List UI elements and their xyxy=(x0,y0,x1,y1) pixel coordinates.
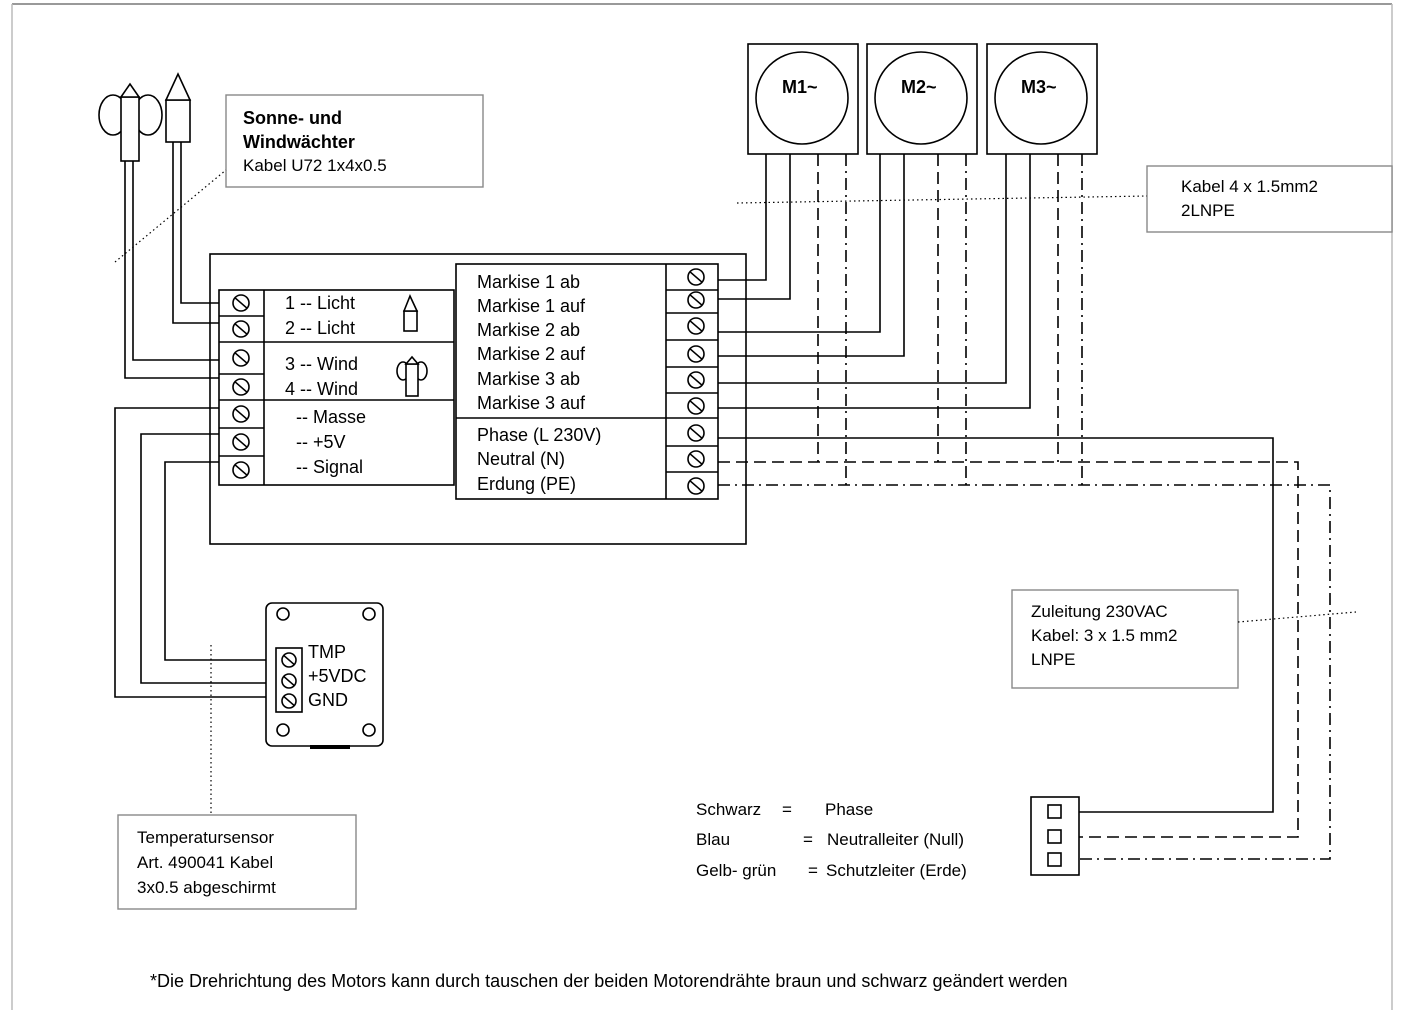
right-terminal-7: Phase (L 230V) xyxy=(477,425,601,445)
right-screw-3 xyxy=(687,317,705,335)
motor-m3-label: M3~ xyxy=(1021,77,1057,97)
left-screw-1 xyxy=(232,294,250,312)
sun-wind-title-2: Windwächter xyxy=(243,132,355,152)
left-terminal-5: -- Masse xyxy=(296,407,366,427)
left-terminal-4: 4 -- Wind xyxy=(285,379,358,399)
legend-eq-1: = xyxy=(782,800,792,819)
left-terminal-3: 3 -- Wind xyxy=(285,354,358,374)
wind-sensor-icon xyxy=(98,82,163,162)
motor-wires xyxy=(718,154,1083,485)
right-terminal-2: Markise 1 auf xyxy=(477,296,586,316)
legend-name-3: Gelb- grün xyxy=(696,861,776,880)
left-screw-6 xyxy=(232,433,250,451)
legend-eq-2: = xyxy=(803,830,813,849)
light-sensor-icon xyxy=(164,72,192,143)
legend-eq-3: = xyxy=(808,861,818,880)
right-terminal-5: Markise 3 ab xyxy=(477,369,580,389)
sensor-terminal-5v: +5VDC xyxy=(308,666,367,686)
right-terminal-block: Markise 1 ab Markise 1 auf Markise 2 ab … xyxy=(455,263,719,500)
right-screw-8 xyxy=(687,450,705,468)
motor-m1: M1~ xyxy=(747,43,859,155)
right-terminal-1: Markise 1 ab xyxy=(477,272,580,292)
right-screw-5 xyxy=(687,371,705,389)
legend-value-3: Schutzleiter (Erde) xyxy=(826,861,967,880)
left-terminal-block: 1 -- Licht 2 -- Licht 3 -- Wind 4 -- Win… xyxy=(218,289,455,486)
right-terminal-8: Neutral (N) xyxy=(477,449,565,469)
supply-cable-box: Zuleitung 230VAC Kabel: 3 x 1.5 mm2 LNPE xyxy=(1011,589,1239,689)
left-screw-3 xyxy=(232,349,250,367)
supply-pointer xyxy=(1237,611,1357,623)
right-screw-2 xyxy=(687,291,705,309)
temp-2: Art. 490041 Kabel xyxy=(137,853,273,872)
right-terminal-3: Markise 2 ab xyxy=(477,320,580,340)
footnote: *Die Drehrichtung des Motors kann durch … xyxy=(150,971,1068,991)
supply-1: Zuleitung 230VAC xyxy=(1031,602,1168,621)
color-legend: Schwarz = Phase Blau = Neutralleiter (Nu… xyxy=(696,800,967,880)
supply-wires xyxy=(718,437,1331,860)
motor-m3: M3~ xyxy=(986,43,1098,155)
supply-terminal xyxy=(1030,796,1080,876)
temp-3: 3x0.5 abgeschirmt xyxy=(137,878,276,897)
motor-cable-2: 2LNPE xyxy=(1181,201,1235,220)
supply-3: LNPE xyxy=(1031,650,1075,669)
left-screw-7 xyxy=(232,461,250,479)
left-terminal-7: -- Signal xyxy=(296,457,363,477)
sensor-screw-1 xyxy=(281,652,297,668)
sun-wind-cable: Kabel U72 1x4x0.5 xyxy=(243,156,387,175)
left-terminal-1: 1 -- Licht xyxy=(285,293,355,313)
right-screw-1 xyxy=(687,268,705,286)
right-terminal-9: Erdung (PE) xyxy=(477,474,576,494)
right-terminal-6: Markise 3 auf xyxy=(477,393,586,413)
legend-name-2: Blau xyxy=(696,830,730,849)
sun-wind-title-1: Sonne- und xyxy=(243,108,342,128)
small-light-icon xyxy=(402,293,419,332)
right-screw-7 xyxy=(687,424,705,442)
sensor-screw-2 xyxy=(281,673,297,689)
temperature-sensor: TMP +5VDC GND xyxy=(265,602,384,749)
supply-2: Kabel: 3 x 1.5 mm2 xyxy=(1031,626,1177,645)
motor-cable-1: Kabel 4 x 1.5mm2 xyxy=(1181,177,1318,196)
sensor-terminal-gnd: GND xyxy=(308,690,348,710)
motor-m2-label: M2~ xyxy=(901,77,937,97)
right-terminal-4: Markise 2 auf xyxy=(477,344,586,364)
left-terminal-2: 2 -- Licht xyxy=(285,318,355,338)
sensor-terminal-tmp: TMP xyxy=(308,642,346,662)
temp-1: Temperatursensor xyxy=(137,828,274,847)
motor-m2: M2~ xyxy=(866,43,978,155)
sensor-wires xyxy=(114,142,276,698)
sun-wind-pointer xyxy=(114,169,227,263)
legend-value-2: Neutralleiter (Null) xyxy=(827,830,964,849)
left-terminal-6: -- +5V xyxy=(296,432,346,452)
left-screw-2 xyxy=(232,320,250,338)
right-screw-4 xyxy=(687,345,705,363)
sensor-screw-3 xyxy=(281,693,297,709)
sun-wind-label-box: Sonne- und Windwächter Kabel U72 1x4x0.5 xyxy=(225,94,484,188)
small-wind-icon xyxy=(396,355,428,397)
motor-cable-box: Kabel 4 x 1.5mm2 2LNPE xyxy=(1146,165,1393,233)
motor-cable-pointer xyxy=(736,195,1148,204)
left-screw-5 xyxy=(232,405,250,423)
legend-name-1: Schwarz xyxy=(696,800,761,819)
right-screw-9 xyxy=(687,477,705,495)
motor-m1-label: M1~ xyxy=(782,77,818,97)
left-screw-4 xyxy=(232,378,250,396)
right-screw-6 xyxy=(687,397,705,415)
temp-label-box: Temperatursensor Art. 490041 Kabel 3x0.5… xyxy=(117,814,357,910)
legend-value-1: Phase xyxy=(825,800,873,819)
